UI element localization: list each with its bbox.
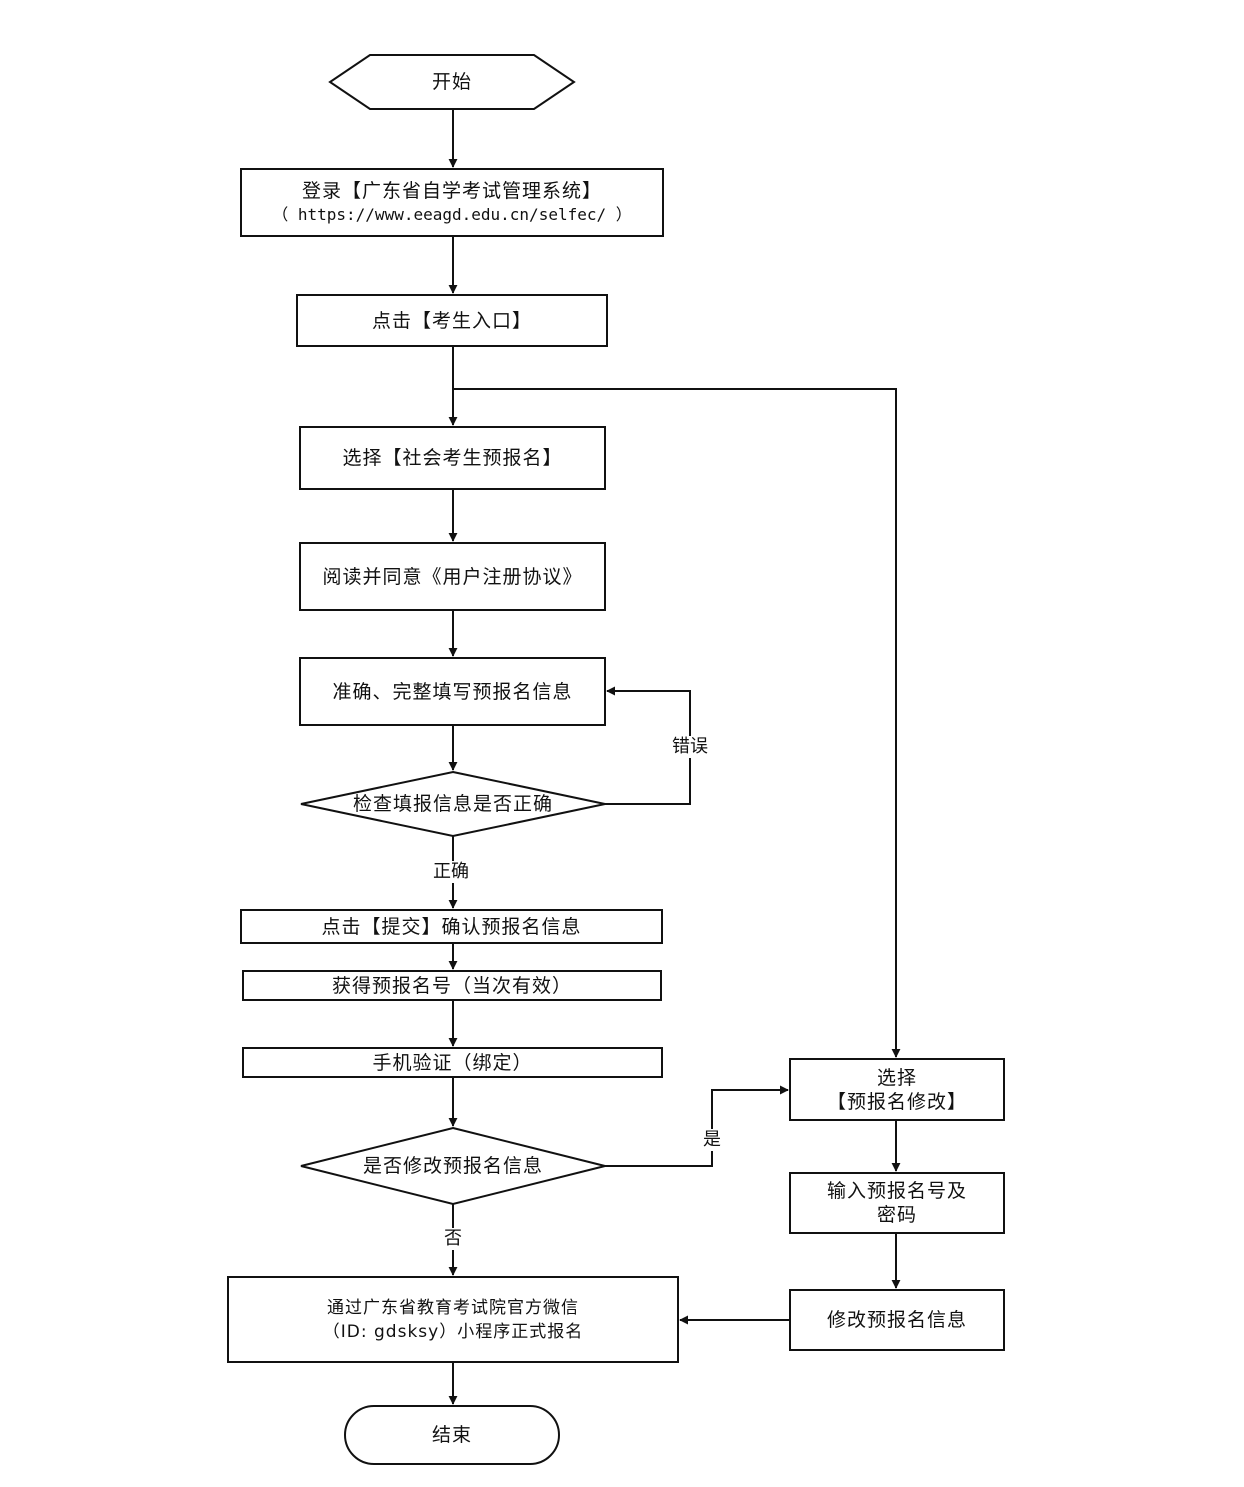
phone-verify-label: 手机验证（绑定） (372, 1051, 533, 1074)
get-number-label: 获得预报名号（当次有效） (331, 974, 572, 997)
start-label: 开始 (431, 71, 472, 93)
fill-info-label: 准确、完整填写预报名信息 (332, 680, 573, 703)
start-shape (328, 54, 576, 110)
select-prereg-label: 选择【社会考生预报名】 (342, 447, 563, 469)
arrow-question-yes (605, 1085, 789, 1167)
input-number-box (789, 1172, 1005, 1234)
select-modify-label-1: 选择 (876, 1066, 917, 1089)
modify-info-box (789, 1289, 1005, 1351)
edge-label-correct: 正确 (431, 861, 471, 883)
end-shape (344, 1405, 560, 1465)
login-label-title: 登录【广东省自学考试管理系统】 (301, 179, 602, 202)
check-info-label: 检查填报信息是否正确 (352, 793, 553, 815)
input-number-label-2: 密码 (876, 1204, 917, 1226)
modify-info-label: 修改预报名信息 (826, 1309, 967, 1331)
select-modify-label: 选择 【预报名修改】 (790, 1059, 1004, 1120)
end-label: 结束 (431, 1424, 472, 1446)
select-modify-label-2: 【预报名修改】 (826, 1090, 967, 1113)
input-number-label: 输入预报名号及 密码 (790, 1173, 1004, 1233)
student-entry-label: 点击【考生入口】 (371, 309, 532, 332)
final-registration-box (227, 1276, 679, 1363)
final-registration-label-2: （ID: gdsksy）小程序正式报名 (322, 1321, 584, 1342)
submit-box (240, 909, 663, 944)
modify-question-label: 是否修改预报名信息 (362, 1155, 543, 1177)
agree-label: 阅读并同意《用户注册协议》 (322, 565, 583, 588)
edge-label-no: 否 (442, 1228, 464, 1250)
submit-label: 点击【提交】确认预报名信息 (321, 915, 582, 938)
select-prereg-box (299, 426, 606, 490)
final-registration-label: 通过广东省教育考试院官方微信 （ID: gdsksy）小程序正式报名 (228, 1277, 678, 1362)
edge-label-yes: 是 (701, 1129, 723, 1151)
get-number-box (242, 970, 662, 1001)
phone-verify-box (242, 1047, 663, 1078)
login-url: （ https://www.eeagd.edu.cn/selfec/ ） (272, 204, 632, 224)
agree-box (299, 542, 606, 611)
fill-info-box (299, 657, 606, 726)
input-number-label-1: 输入预报名号及 (826, 1180, 967, 1202)
arrow-branch-to-modify (453, 388, 901, 1058)
final-registration-label-1: 通过广东省教育考试院官方微信 (327, 1297, 579, 1318)
login-label: 登录【广东省自学考试管理系统】 （ https://www.eeagd.edu.… (241, 169, 663, 236)
edge-label-wrong: 错误 (670, 736, 710, 758)
login-box (240, 168, 664, 237)
